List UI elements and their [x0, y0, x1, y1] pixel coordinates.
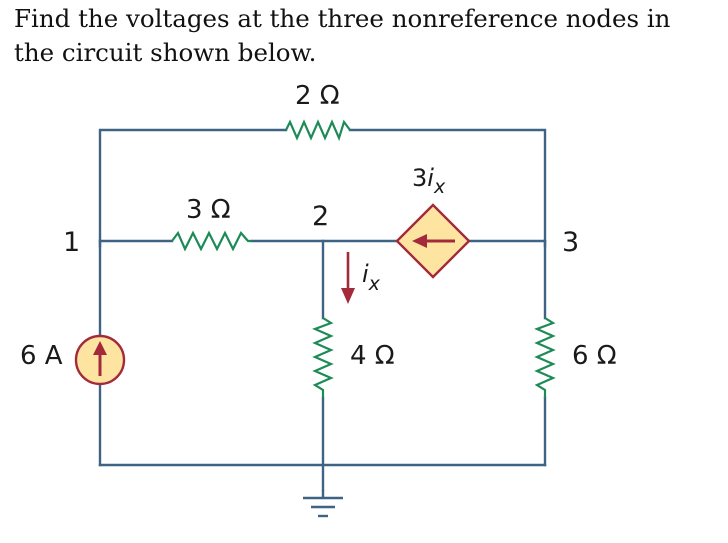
left-arrow-icon	[412, 234, 427, 248]
wire-top	[98, 128, 547, 248]
dependent-current-source	[395, 203, 471, 279]
resistor-6ohm-vertical	[534, 317, 556, 398]
wires	[98, 128, 547, 492]
ix-subscript: x	[368, 273, 381, 295]
question-text: Find the voltages at the three nonrefere…	[14, 2, 724, 70]
label-dependent-source: 3ix	[412, 164, 446, 198]
label-node-1: 1	[63, 227, 80, 258]
question-line-2: the circuit shown below.	[14, 38, 317, 67]
up-arrow-icon	[93, 341, 107, 355]
label-node-2: 2	[312, 201, 329, 232]
label-current-ix: ix	[362, 260, 381, 295]
resistor-3ohm-middle	[171, 230, 252, 252]
resistor-4ohm-vertical	[312, 317, 334, 398]
dependent-coefficient: 3	[412, 164, 427, 192]
label-node-3: 3	[562, 227, 579, 258]
dependent-subscript: x	[433, 176, 446, 198]
resistor-2ohm-top	[285, 119, 351, 142]
label-current-source: 6 A	[20, 341, 63, 371]
current-ix-arrow	[341, 252, 355, 304]
ix-variable: i	[362, 260, 369, 288]
question-line-1: Find the voltages at the three nonrefere…	[14, 4, 671, 33]
ground-symbol	[303, 496, 343, 518]
current-source-6A	[74, 334, 126, 386]
dependent-variable: i	[427, 164, 434, 192]
label-resistor-6ohm: 6 Ω	[572, 341, 617, 371]
label-resistor-top: 2 Ω	[295, 81, 340, 111]
down-arrow-icon	[341, 288, 355, 304]
label-resistor-4ohm: 4 Ω	[350, 341, 395, 371]
label-resistor-middle: 3 Ω	[186, 195, 231, 225]
